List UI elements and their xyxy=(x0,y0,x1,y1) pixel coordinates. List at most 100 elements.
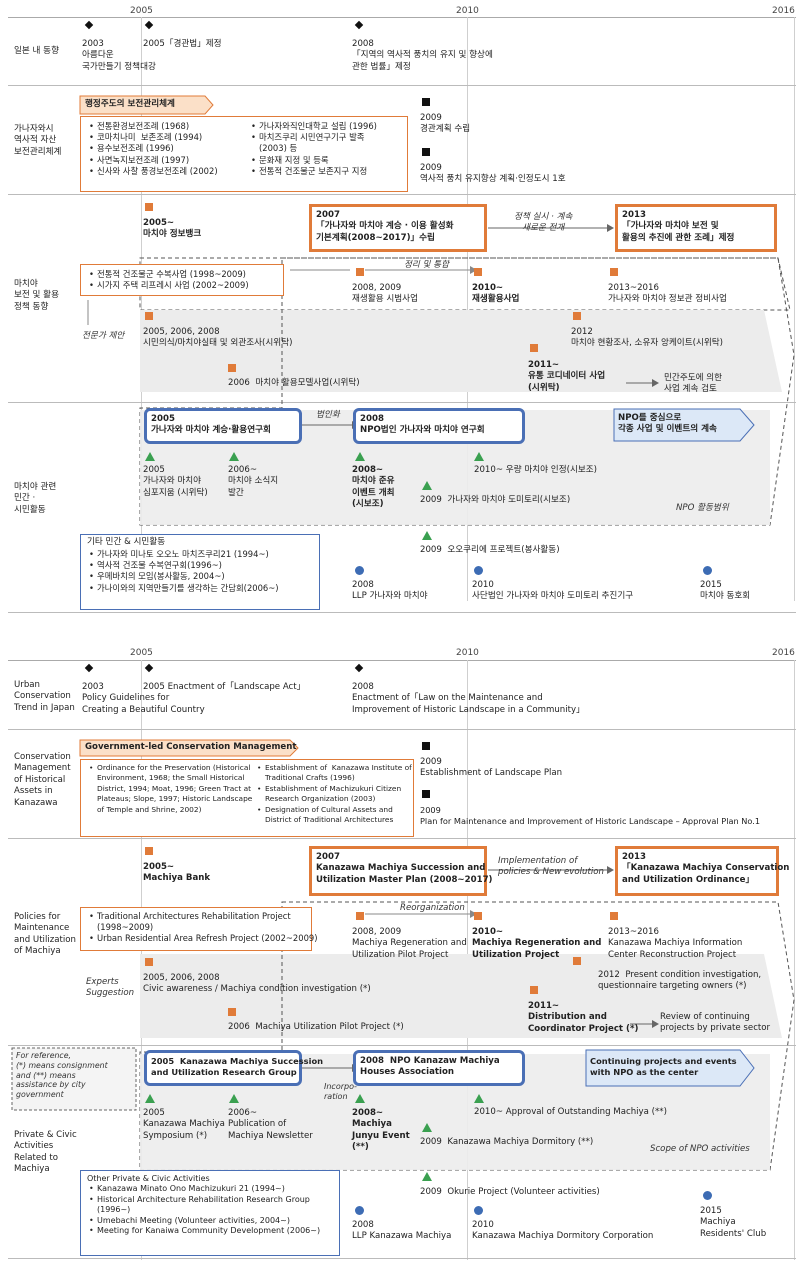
event-triangle xyxy=(355,452,365,461)
milestone-square xyxy=(356,912,364,920)
pol-2012-investigation: 2012 마치야 현황조사, 소유자 앙케이트(시위탁) xyxy=(571,327,724,349)
pol-projects-box: Traditional Architectures Rehabilitation… xyxy=(80,907,318,951)
civic-2005-symposium: 2005 Kanazawa Machiya Symposium (*) xyxy=(143,1108,225,1141)
milestone-square xyxy=(474,912,482,920)
row-divider xyxy=(8,1045,796,1046)
milestone-square xyxy=(610,268,618,276)
pol-projects-list: Traditional Architectures Rehabilitation… xyxy=(87,911,318,945)
axis-line xyxy=(8,17,796,18)
list-item: Traditional Architectures Rehabilitation… xyxy=(89,911,318,933)
list-item: Kanazawa Minato Ono Machizukuri 21 (1994… xyxy=(89,1184,320,1195)
civic-other-box: 기타 민간 & 시민활동 가나자와 미나토 오오노 마치즈쿠리21 (1994~… xyxy=(80,534,320,610)
milestone-square xyxy=(573,312,581,320)
event-triangle xyxy=(145,452,155,461)
pol-2012-investigation: 2012 Present condition investigation, qu… xyxy=(598,970,762,992)
pol-review: Review of continuing projects by private… xyxy=(660,1012,771,1034)
cons-2009-landscape: 2009 경관계획 수립 xyxy=(420,113,471,135)
milestone-square xyxy=(530,344,538,352)
milestone-square xyxy=(145,312,153,320)
row-label-trend: 일본 내 동향 xyxy=(14,46,59,56)
org-dot xyxy=(355,566,364,575)
civic-research-group-box: 2005 가나자와 마치야 계승·활용연구회 xyxy=(144,408,302,444)
list-item: 전통환경보전조례 (1968) xyxy=(89,121,218,132)
pol-experts: 전문가 제안 xyxy=(82,331,125,341)
civic-2009-okurie: 2009 오오쿠리에 프로젝트(봉사활동) xyxy=(420,545,560,555)
pol-2008-pilot: 2008, 2009 재생활용 시범사업 xyxy=(352,283,418,305)
event-triangle xyxy=(422,481,432,490)
list-item: Ordinance for the Preservation (Historic… xyxy=(89,763,252,815)
list-item: 우메바치의 모임(봉사활동, 2004~) xyxy=(89,571,279,582)
pol-review: 민간주도에 의한 사업 계속 검토 xyxy=(664,373,723,395)
civic-scope: Scope of NPO activities xyxy=(650,1144,750,1154)
list-item: 전통적 건조물군 수복사업 (1998~2009) xyxy=(89,269,249,280)
year-2005-label: 2005 xyxy=(130,648,153,658)
row-label-conservation: 가나자와시 역사적 자산 보전관리체계 xyxy=(14,124,62,157)
civic-research-group: 2005 가나자와 마치야 계승·활용연구회 xyxy=(151,414,271,436)
event-triangle xyxy=(422,1123,432,1132)
civic-other-box: Other Private & Civic Activities Kanazaw… xyxy=(80,1170,340,1256)
event-triangle xyxy=(474,1094,484,1103)
event-triangle xyxy=(355,1094,365,1103)
list-item: Urban Residential Area Refresh Project (… xyxy=(89,933,317,944)
event-triangle xyxy=(229,1094,239,1103)
row-label-civic: 마치야 관련 민간 · 시민활동 xyxy=(14,482,57,515)
list-item: 가나이와의 지역만들기를 생각하는 간담회(2006~) xyxy=(89,583,279,594)
civic-other-title: Other Private & Civic Activities xyxy=(87,1174,210,1183)
civic-2009-dormitory: 2009 Kanazawa Machiya Dormitory (**) xyxy=(420,1137,594,1147)
civic-other-list: Kanazawa Minato Ono Machizukuri 21 (1994… xyxy=(87,1184,320,1237)
list-item: Establishment of Kanazawa Institute of T… xyxy=(257,763,412,784)
milestone-square xyxy=(356,268,364,276)
pol-master-plan-box: 2007 Kanazawa Machiya Succession and Uti… xyxy=(309,846,492,896)
pol-2011-coordinator: 2011~ 유통 코디네이터 사업 (시위탁) xyxy=(528,360,606,393)
pol-ordinance: 2013 「Kanazawa Machiya Conservation and … xyxy=(622,852,790,885)
civic-2015-club: 2015 마치야 동호회 xyxy=(700,580,751,602)
event-triangle xyxy=(229,452,239,461)
civic-incorp: Incorpo- ration xyxy=(324,1082,357,1101)
pol-2006-pilot: 2006 마치야 활용모델사업(시위탁) xyxy=(228,378,360,388)
civic-2010-corp: 2010 사단법인 가나자와 마치야 도미토리 추진기구 xyxy=(472,580,634,602)
civic-incorp: 법인화 xyxy=(316,410,340,420)
year-2010-label: 2010 xyxy=(456,648,479,658)
civic-2008-event: 2008~ Machiya Junyu Event (**) xyxy=(352,1108,410,1153)
row-label-civic: Private & Civic Activities Related to Ma… xyxy=(14,1130,77,1175)
org-dot xyxy=(474,566,483,575)
civic-research-group-box: 2005 Kanazawa Machiya Succession and Uti… xyxy=(144,1050,323,1086)
pol-machiya-bank: 2005~ Machiya Bank xyxy=(143,862,211,884)
list-item: 마치즈쿠리 시민연구기구 발족 (2003) 등 xyxy=(251,132,377,154)
list-item: 역사적 건조물 수복연구회(1996~) xyxy=(89,560,279,571)
civic-npo-center: NPO를 중심으로 각종 사업 및 이벤트의 계속 xyxy=(618,413,717,435)
org-dot xyxy=(474,1206,483,1215)
list-item: 전통적 건조물군 보존지구 지정 xyxy=(251,166,377,177)
list-item: Umebachi Meeting (Volunteer activities, … xyxy=(89,1216,320,1227)
pol-2005-investigation: 2005, 2006, 2008 시민의식/마치야실태 및 외관조사(시위탁) xyxy=(143,327,293,349)
civic-2009-dormitory: 2009 가나자와 마치야 도미토리(시보조) xyxy=(420,495,571,505)
milestone-square xyxy=(610,912,618,920)
civic-2006-newsletter: 2006~ 마치야 소식지 발간 xyxy=(228,465,279,498)
list-item: 코마치나미 보존조례 (1994) xyxy=(89,132,218,143)
list-item: Historical Architecture Rehabilitation R… xyxy=(89,1195,320,1216)
event-triangle xyxy=(422,531,432,540)
civic-research-group: 2005 Kanazawa Machiya Succession and Uti… xyxy=(151,1056,324,1078)
milestone-square xyxy=(145,203,153,211)
list-item: Designation of Cultural Assets and Distr… xyxy=(257,805,412,826)
list-item: 용수보전조례 (1996) xyxy=(89,143,218,154)
milestone-square xyxy=(573,957,581,965)
gridline-2010 xyxy=(467,17,468,601)
gridline-2005 xyxy=(141,17,142,601)
trend-2005: 2005 Enactment of「Landscape Act」 xyxy=(143,682,306,692)
pol-2005-investigation: 2005, 2006, 2008 Civic awareness / Machi… xyxy=(143,973,371,995)
pol-2011-coordinator: 2011~ Distribution and Coordinator Proje… xyxy=(528,1001,639,1034)
milestone-square xyxy=(530,986,538,994)
event-triangle xyxy=(422,1172,432,1181)
cons-2009-historic: 2009 Plan for Maintenance and Improvemen… xyxy=(420,805,761,827)
list-item: Establishment of Machizukuri Citizen Res… xyxy=(257,784,412,805)
trend-2008: 2008 「지역의 역사적 풍치의 유지 및 향상에 관한 법률」제정 xyxy=(352,39,493,72)
list-item: 시가지 주택 리프레시 사업 (2002~2009) xyxy=(89,280,249,291)
pol-ordinance-box: 2013 「가나자와 마치야 보전 및 활용의 추진에 관한 조례」제정 xyxy=(615,204,777,252)
event-triangle xyxy=(474,452,484,461)
conservation-box: 전통환경보전조례 (1968) 코마치나미 보존조례 (1994) 용수보전조례… xyxy=(80,116,408,192)
pol-arrow-label: Implementation of policies & New evoluti… xyxy=(498,856,604,878)
pol-projects-list: 전통적 건조물군 수복사업 (1998~2009) 시가지 주택 리프레시 사업… xyxy=(87,269,249,292)
civic-npo-center: Continuing projects and events with NPO … xyxy=(590,1056,737,1078)
